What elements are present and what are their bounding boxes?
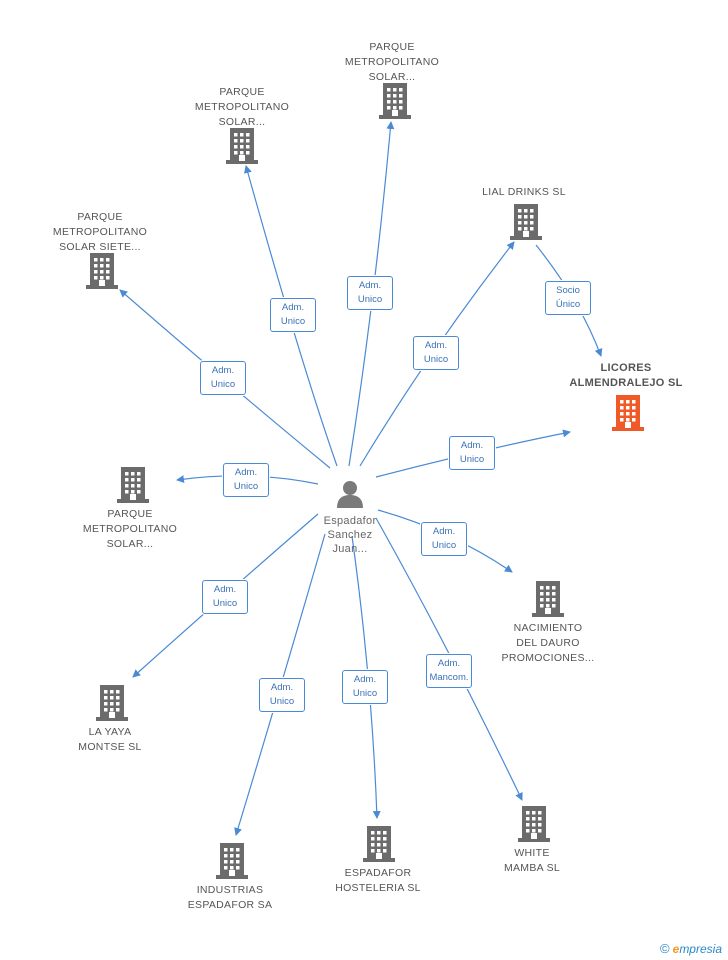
building-icon[interactable] (362, 826, 396, 862)
company-label-pmss[interactable]: PARQUE METROPOLITANO SOLAR SIETE... (52, 211, 148, 253)
edge-label-pmss[interactable]: Adm. Unico (200, 361, 246, 395)
building-icon[interactable] (95, 685, 129, 721)
company-label-lial[interactable]: LIAL DRINKS SL (482, 186, 566, 198)
edge-label-licores[interactable]: Adm. Unico (449, 436, 495, 470)
company-label-pms1[interactable]: PARQUE METROPOLITANO SOLAR... (194, 86, 290, 128)
edge-pms1 (244, 165, 338, 467)
company-label-industrias[interactable]: INDUSTRIAS ESPADAFOR SA (187, 884, 273, 911)
person-icon[interactable] (334, 478, 366, 510)
edge-label-pms1[interactable]: Adm. Unico (270, 298, 316, 332)
building-icon[interactable] (531, 581, 565, 617)
edge-label-industrias[interactable]: Adm. Unico (259, 678, 305, 712)
edge-label-lial_licores[interactable]: Socio Único (545, 281, 591, 315)
footer-brand: ©empresia (660, 941, 722, 956)
edge-label-white[interactable]: Adm. Mancom. (426, 654, 472, 688)
company-label-pms3[interactable]: PARQUE METROPOLITANO SOLAR... (82, 508, 178, 550)
company-label-pms2[interactable]: PARQUE METROPOLITANO SOLAR... (344, 41, 440, 83)
copyright-icon: © (660, 941, 670, 956)
building-icon[interactable] (509, 204, 543, 240)
building-icon[interactable] (225, 128, 259, 164)
company-label-licores[interactable]: LICORES ALMENDRALEJO SL (569, 362, 683, 389)
edge-label-pms2[interactable]: Adm. Unico (347, 276, 393, 310)
building-icon[interactable] (378, 83, 412, 119)
building-icon[interactable] (517, 806, 551, 842)
building-icon[interactable] (215, 843, 249, 879)
building-icon[interactable] (116, 467, 150, 503)
company-label-nacimiento[interactable]: NACIMIENTO DEL DAURO PROMOCIONES... (501, 622, 595, 664)
company-label-yaya[interactable]: LA YAYA MONTSE SL (78, 726, 142, 753)
edge-label-hosteleria[interactable]: Adm. Unico (342, 670, 388, 704)
building-icon[interactable] (85, 253, 119, 289)
company-label-white[interactable]: WHITE MAMBA SL (503, 847, 561, 874)
brand-initial: e (672, 942, 680, 956)
brand-name: mpresia (679, 942, 722, 956)
edge-label-nacimiento[interactable]: Adm. Unico (421, 522, 467, 556)
center-person-name[interactable]: Espadafor Sanchez Juan... (323, 515, 377, 555)
company-label-hosteleria[interactable]: ESPADAFOR HOSTELERIA SL (335, 867, 421, 894)
edge-label-lial[interactable]: Adm. Unico (413, 336, 459, 370)
edge-label-pms3[interactable]: Adm. Unico (223, 463, 269, 497)
building-icon[interactable] (611, 395, 645, 431)
edge-label-yaya[interactable]: Adm. Unico (202, 580, 248, 614)
